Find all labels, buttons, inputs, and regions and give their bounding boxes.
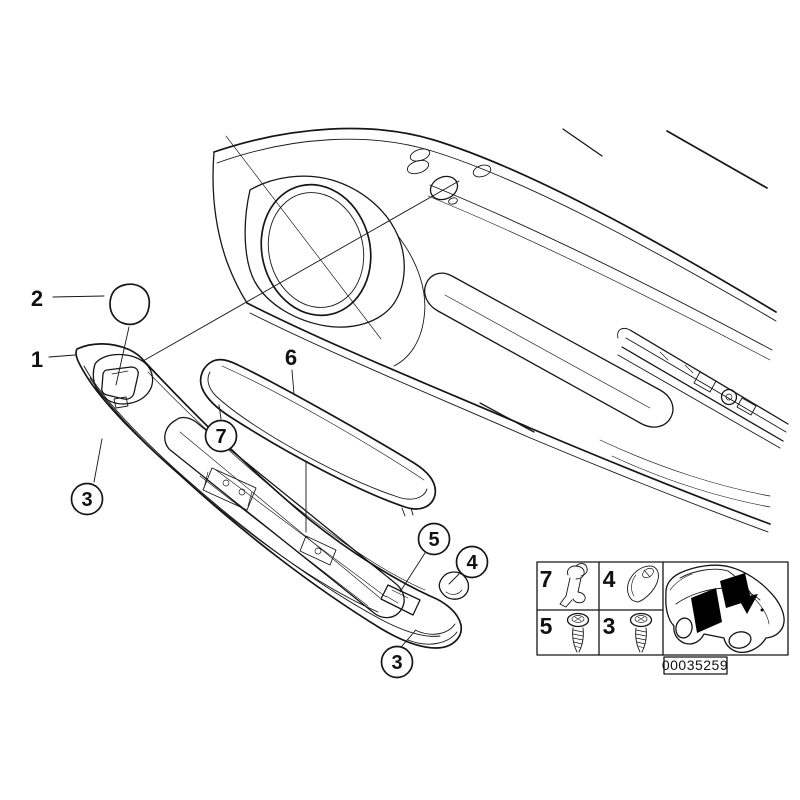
callout-circle[interactable]: [380, 645, 414, 679]
callout-circle-label[interactable]: 7: [215, 426, 226, 448]
door-rail-detail: [617, 327, 789, 449]
callout-circle-label[interactable]: 3: [391, 652, 402, 674]
legend-box: 7 4 5: [536, 561, 789, 675]
leader-lines: [48, 180, 460, 647]
callout-circle[interactable]: [70, 482, 104, 516]
door-highlight: [691, 588, 722, 633]
callout-1[interactable]: 1: [31, 347, 43, 372]
callout-circle-label[interactable]: 4: [466, 552, 478, 574]
callout-circle-7[interactable]: 7: [204, 419, 238, 453]
callout-circle[interactable]: [417, 522, 451, 556]
callout-circle-5[interactable]: 5: [417, 522, 451, 556]
part-number-text: 00035259: [662, 657, 728, 673]
door-panel-illustration: [212, 127, 789, 533]
callout-circle-label[interactable]: 5: [428, 529, 439, 551]
callout-circle[interactable]: [204, 419, 238, 453]
callout-circle-label[interactable]: 3: [81, 489, 92, 511]
car-location-icon: [665, 564, 785, 654]
legend-number[interactable]: 5: [540, 613, 553, 639]
legend-cell-3[interactable]: 3: [603, 612, 653, 653]
legend-cell-5[interactable]: 5: [540, 612, 590, 653]
legend-cell-4[interactable]: 4: [603, 565, 659, 603]
callout-2-label[interactable]: 2: [31, 286, 43, 311]
callout-circle-3-lower[interactable]: 3: [380, 645, 414, 679]
callout-6-label[interactable]: 6: [285, 345, 297, 370]
part-2-cap: [109, 283, 151, 326]
callout-6[interactable]: 6: [285, 345, 297, 370]
legend-number[interactable]: 3: [603, 613, 616, 639]
legend-number[interactable]: 4: [603, 566, 616, 592]
callout-2[interactable]: 2: [31, 286, 43, 311]
screw-icon: [629, 612, 653, 653]
door-clip-cluster: [406, 148, 492, 205]
part-1-armrest: [75, 343, 470, 649]
legend-number[interactable]: 7: [540, 566, 553, 592]
grommet-icon: [627, 565, 659, 603]
screw-icon: [566, 612, 590, 653]
callout-circle-3-upper[interactable]: 3: [70, 482, 104, 516]
part-number-plate: 00035259: [662, 656, 728, 675]
switch-bezel: [92, 353, 154, 409]
part-6-pad: [199, 358, 437, 517]
legend-cell-7[interactable]: 7: [540, 563, 588, 608]
callout-circle-4[interactable]: 4: [455, 545, 489, 579]
clip-icon: [559, 563, 588, 608]
armrest-base-channel: [164, 416, 421, 619]
armrest-end-cap: [407, 571, 470, 645]
callout-circle[interactable]: [455, 545, 489, 579]
callout-1-label[interactable]: 1: [31, 347, 43, 372]
direction-arrow-icon: [738, 594, 758, 614]
